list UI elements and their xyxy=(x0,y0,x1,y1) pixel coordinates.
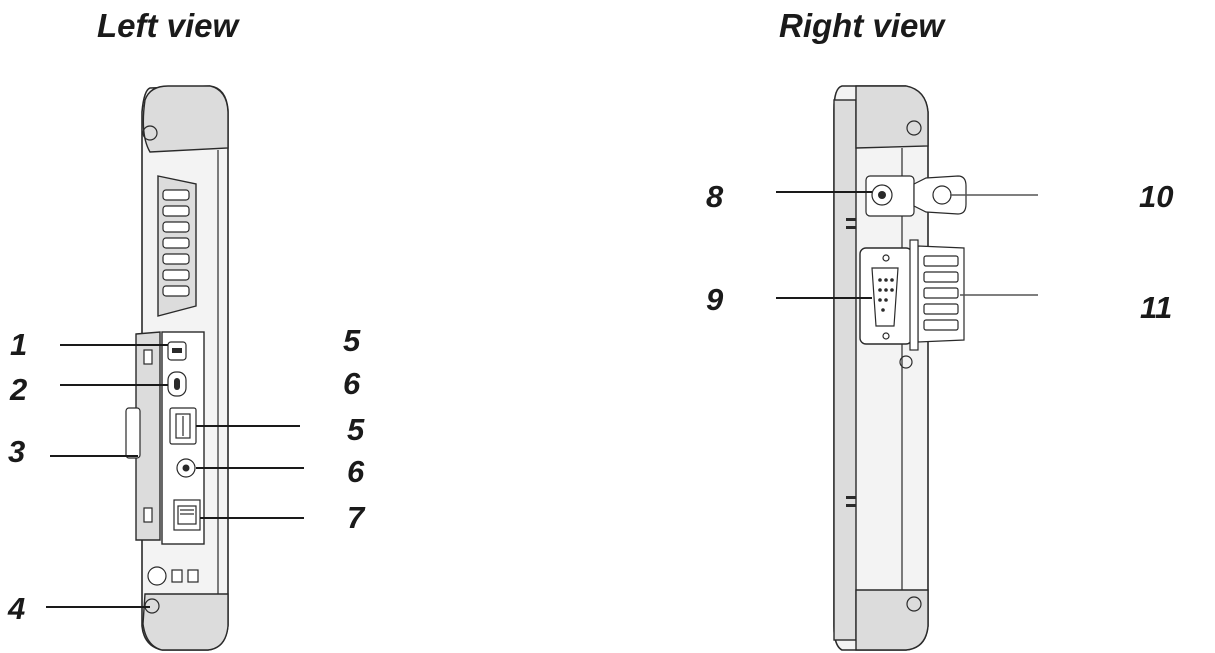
right-view-device xyxy=(833,85,967,651)
right-side-strip xyxy=(833,99,857,641)
callout-right-0: 8 xyxy=(706,179,724,214)
callout-left-1: 2 xyxy=(9,372,27,407)
right-vent-hinge xyxy=(909,239,919,351)
serial-port-pins xyxy=(878,278,894,312)
callout-left-0: 1 xyxy=(10,327,27,362)
serial-screw-top xyxy=(882,254,890,262)
callout-right-1: 9 xyxy=(706,282,724,317)
callout-left-7: 6 xyxy=(347,454,365,489)
right-top-bumper xyxy=(855,85,929,149)
right-clip-top-b xyxy=(846,226,856,229)
serial-screw-bottom xyxy=(882,332,890,340)
left-bottom-button-a xyxy=(171,569,183,583)
dc-in-cover-tab xyxy=(913,175,967,215)
left-top-screw xyxy=(142,125,158,141)
left-vent-fins xyxy=(162,189,190,297)
right-top-screw xyxy=(906,120,922,136)
callout-left-2: 3 xyxy=(8,434,25,469)
right-view-title: Right view xyxy=(779,7,946,44)
callout-left-5: 6 xyxy=(343,366,361,401)
callout-left-4: 5 xyxy=(343,323,361,358)
left-callouts: 1 2 3 4 5 6 5 6 7 xyxy=(7,323,366,626)
left-door-latch xyxy=(125,407,141,459)
right-vent-fins xyxy=(923,255,959,331)
right-clip-bottom-a xyxy=(846,496,856,499)
right-bottom-screw xyxy=(906,596,922,612)
right-clip-top-a xyxy=(846,218,856,221)
left-top-bumper xyxy=(142,85,229,153)
left-door-hinge-bottom xyxy=(143,507,153,523)
left-view-title: Left view xyxy=(97,7,241,44)
left-bottom-bumper xyxy=(142,593,229,651)
left-bottom-button-b xyxy=(187,569,199,583)
callout-right-2: 10 xyxy=(1139,179,1173,214)
callout-left-6: 5 xyxy=(347,412,365,447)
left-view-device xyxy=(125,85,229,651)
callout-left-8: 7 xyxy=(347,500,366,535)
callout-right-3: 11 xyxy=(1140,290,1172,325)
callout-left-3: 4 xyxy=(7,591,25,626)
right-clip-bottom-b xyxy=(846,504,856,507)
right-mid-screw xyxy=(899,355,913,369)
left-bottom-knob xyxy=(147,566,167,586)
right-callouts: 8 9 10 11 xyxy=(706,179,1173,325)
right-bottom-bumper xyxy=(855,589,929,651)
serial-port-connector xyxy=(871,267,899,327)
left-door-hinge-top xyxy=(143,349,153,365)
